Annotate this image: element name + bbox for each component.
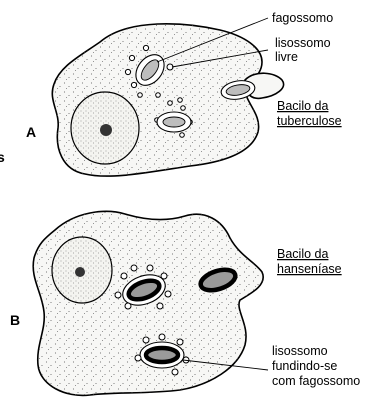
panel-a: fagossomo lisossomo livre Bacilo da tube… [26,11,342,176]
fusing-lysosome [172,369,178,375]
edge-fragment: s [0,149,5,165]
label-fusion-line3: com fagossomo [272,374,360,388]
fusing-lysosome [177,339,183,345]
leprosy-bacillus [146,348,178,362]
label-phagosome: fagossomo [272,11,333,25]
label-fusion-line1: lisossomo [272,344,328,358]
fusing-lysosome [121,273,127,279]
organism-label-b-line1: Bacilo da [277,247,328,261]
panel-b: Bacilo da hanseníase lisossomo fundindo-… [10,211,360,395]
organism-label-b-line2: hanseníase [277,262,342,276]
fusing-lysosome [131,265,137,271]
nucleolus-a [100,124,112,136]
fusing-lysosome [147,265,153,271]
panel-letter-a: A [26,124,36,140]
fusing-lysosome [161,273,167,279]
panel-letter-b: B [10,312,20,328]
fusing-lysosome [125,303,131,309]
fusing-lysosome [159,334,165,340]
tuberculosis-bacillus [163,117,185,127]
fusing-lysosome [115,292,121,298]
label-free-lysosome-line2: livre [275,50,298,64]
phagosome-a-middle [157,112,191,132]
nucleus-b [52,237,112,303]
organism-label-a-line2: tuberculose [277,114,342,128]
fusing-lysosome [143,337,149,343]
label-free-lysosome-line1: lisossomo [275,36,331,50]
label-fusion-line2: fundindo-se [272,359,337,373]
fusing-lysosome [135,355,141,361]
nucleus-a [71,92,139,164]
fusing-lysosome [157,303,163,309]
fusing-lysosome [165,291,171,297]
organism-label-a-line1: Bacilo da [277,99,328,113]
nucleolus-b [75,267,85,277]
